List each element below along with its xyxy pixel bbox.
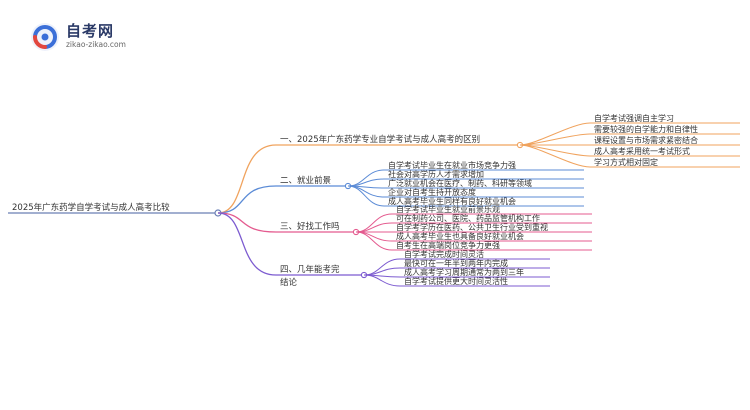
leaf-text-2-3: 广泛就业机会在医疗、制药、科研等领域 bbox=[388, 178, 532, 188]
leaf-text-1-5: 学习方式相对固定 bbox=[594, 157, 658, 167]
branch-label-1: 一、2025年广东药学专业自学考试与成人高考的区别 bbox=[280, 134, 480, 145]
leaf-text-4-3: 成人高考学习周期通常为两到三年 bbox=[404, 267, 524, 277]
leaf-link-3-2 bbox=[355, 222, 393, 233]
site-logo[interactable]: 自考网 zikao-zikao.com bbox=[28, 18, 138, 54]
branch-link-4 bbox=[217, 212, 277, 276]
logo-mark-icon bbox=[31, 23, 59, 51]
leaf-text-3-5: 自考生在高端岗位竞争力更强 bbox=[396, 240, 500, 250]
branch-link-1 bbox=[217, 144, 277, 214]
leaf-text-3-4: 成人高考毕业生也具备良好就业机会 bbox=[396, 231, 524, 241]
leaf-text-2-1: 自学考试毕业生在就业市场竞争力强 bbox=[388, 160, 516, 170]
leaf-link-1-5 bbox=[519, 144, 591, 168]
leaf-text-3-2: 可在制药公司、医院、药品监管机构工作 bbox=[396, 213, 540, 223]
branch-label-4: 四、几年能考完 bbox=[280, 264, 340, 275]
leaf-text-1-1: 自学考试强调自主学习 bbox=[594, 113, 674, 123]
leaf-text-4-2: 最快可在一年半到两年内完成 bbox=[404, 258, 508, 268]
branch-link-2 bbox=[217, 185, 277, 214]
leaf-link-2-5 bbox=[347, 185, 385, 207]
leaf-link-4-1 bbox=[363, 258, 401, 276]
leaf-link-1-1 bbox=[519, 122, 591, 146]
leaf-text-1-4: 成人高考采用统一考试形式 bbox=[594, 146, 690, 156]
branch-link-3 bbox=[217, 212, 277, 233]
leaf-text-3-3: 自学考学历在医药、公共卫生行业受到重视 bbox=[396, 222, 548, 232]
leaf-text-1-2: 需要较强的自学能力和自律性 bbox=[594, 124, 698, 134]
leaf-link-4-4 bbox=[363, 274, 401, 287]
branch-label-2: 二、就业前景 bbox=[280, 175, 331, 186]
leaf-text-4-1: 自学考试完成时间灵活 bbox=[404, 249, 484, 259]
logo-title: 自考网 bbox=[66, 22, 115, 40]
leaf-text-1-3: 课程设置与市场需求紧密结合 bbox=[594, 135, 698, 145]
logo-url: zikao-zikao.com bbox=[66, 40, 126, 49]
leaf-text-2-5: 成人高考毕业生同样有良好就业机会 bbox=[388, 196, 516, 206]
branch-sublabel-4: 结论 bbox=[280, 277, 298, 288]
root-node-text: 2025年广东药学自学考试与成人高考比较 bbox=[12, 202, 170, 213]
leaf-text-4-4: 自学考试提供更大时间灵活性 bbox=[404, 276, 508, 286]
leaf-link-3-4 bbox=[355, 231, 393, 242]
leaf-link-3-5 bbox=[355, 231, 393, 251]
leaf-text-3-1: 自学考试毕业生就业前景乐观 bbox=[396, 204, 500, 214]
leaf-text-2-2: 社会对高学历人才需求增加 bbox=[388, 169, 484, 179]
branch-label-3: 三、好找工作吗 bbox=[280, 221, 340, 232]
leaf-text-2-4: 企业对自考生持开放态度 bbox=[388, 187, 476, 197]
leaf-link-2-1 bbox=[347, 169, 385, 187]
